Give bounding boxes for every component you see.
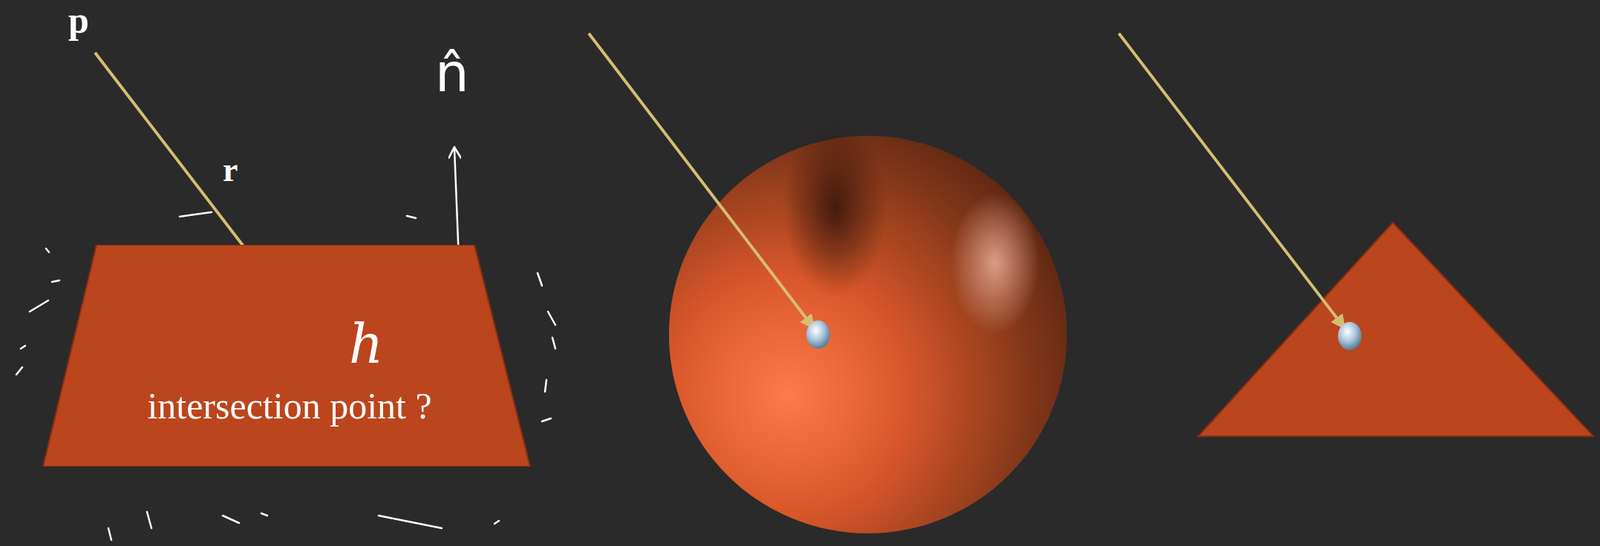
chalk-dash	[378, 516, 442, 529]
chalk-dash	[51, 280, 60, 283]
plane-shape	[29, 245, 550, 468]
chalk-dash	[16, 367, 23, 375]
chalk-dash	[20, 345, 26, 349]
chalk-dash	[541, 418, 551, 422]
chalk-dash	[544, 380, 547, 393]
chalk-dash	[108, 528, 112, 541]
normal-label: n̂	[435, 46, 470, 100]
chalk-dash	[147, 512, 152, 529]
chalk-dash	[29, 300, 49, 312]
chalk-dash	[261, 513, 268, 517]
plane-node: intersection point ?	[29, 245, 550, 468]
ray-label: r	[222, 152, 238, 188]
plane-trapezoid	[43, 245, 531, 468]
intersection-bead	[806, 320, 831, 349]
intersection-bead	[1337, 322, 1362, 351]
chalk-dash	[46, 248, 50, 253]
ray-arrow	[1118, 33, 1344, 328]
triangle	[1198, 222, 1594, 437]
chalk-dash	[406, 216, 416, 219]
sphere-highlight	[950, 193, 1040, 335]
plane-caption: intersection point ?	[29, 384, 550, 428]
chalk-dash	[494, 521, 499, 525]
chalk-dash	[222, 516, 240, 524]
sphere	[668, 118, 1067, 534]
chalk-dash	[547, 311, 556, 326]
ray-arrow	[588, 33, 813, 328]
sphere-shadow	[783, 118, 888, 297]
hit-point-label: h	[348, 317, 384, 372]
chalk-marks	[16, 148, 556, 541]
chalk-dash	[537, 273, 542, 286]
normal-arrow	[454, 148, 459, 260]
chalk-dash	[179, 212, 212, 217]
chalk-dash	[552, 337, 556, 349]
point-label: p	[68, 1, 90, 39]
